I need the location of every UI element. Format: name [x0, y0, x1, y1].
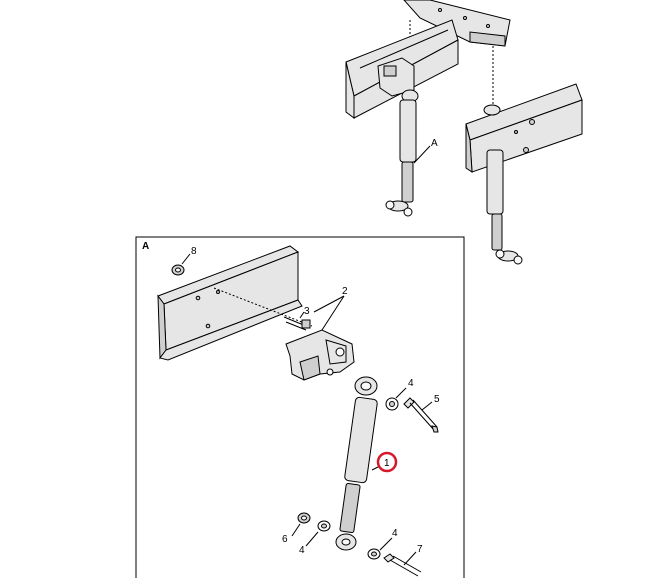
callout-8: 8 [191, 246, 197, 257]
detail-frame [135, 236, 465, 578]
callout-4-upper: 4 [408, 378, 414, 389]
callout-2-leader [313, 295, 345, 331]
detail-frame-rail [157, 245, 303, 361]
callout-1-highlight [371, 451, 398, 473]
callout-7: 7 [417, 544, 423, 555]
callout-4-lower: 4 [299, 545, 305, 556]
right-frame-rail [465, 83, 583, 173]
right-shock-absorber [483, 104, 523, 265]
lower-washer-4-left [305, 520, 331, 547]
upper-mounting-bracket [285, 329, 355, 381]
bolt-5 [403, 397, 439, 433]
callout-2: 2 [342, 286, 348, 297]
left-shock-absorber [377, 57, 431, 217]
view-ref-detail: A [142, 241, 149, 252]
upper-washer-4 [385, 387, 407, 411]
detail-view-a: A 8 3 [135, 236, 465, 578]
nut-8 [171, 253, 191, 276]
callout-1: 1 [384, 458, 390, 469]
callout-4-washer: 4 [392, 528, 398, 539]
shock-absorber-item-1 [335, 376, 378, 551]
top-chassis-bracket [403, 0, 511, 110]
callout-5: 5 [434, 394, 440, 405]
overview-assembly: A [345, 0, 583, 265]
lower-nut-6 [291, 512, 311, 537]
lower-washer-4-right [367, 537, 393, 560]
bolts-3 [213, 287, 313, 331]
bolt-7 [383, 551, 422, 577]
view-ref-top: A [431, 138, 438, 149]
callout-3: 3 [304, 306, 310, 317]
callout-6: 6 [282, 534, 288, 545]
